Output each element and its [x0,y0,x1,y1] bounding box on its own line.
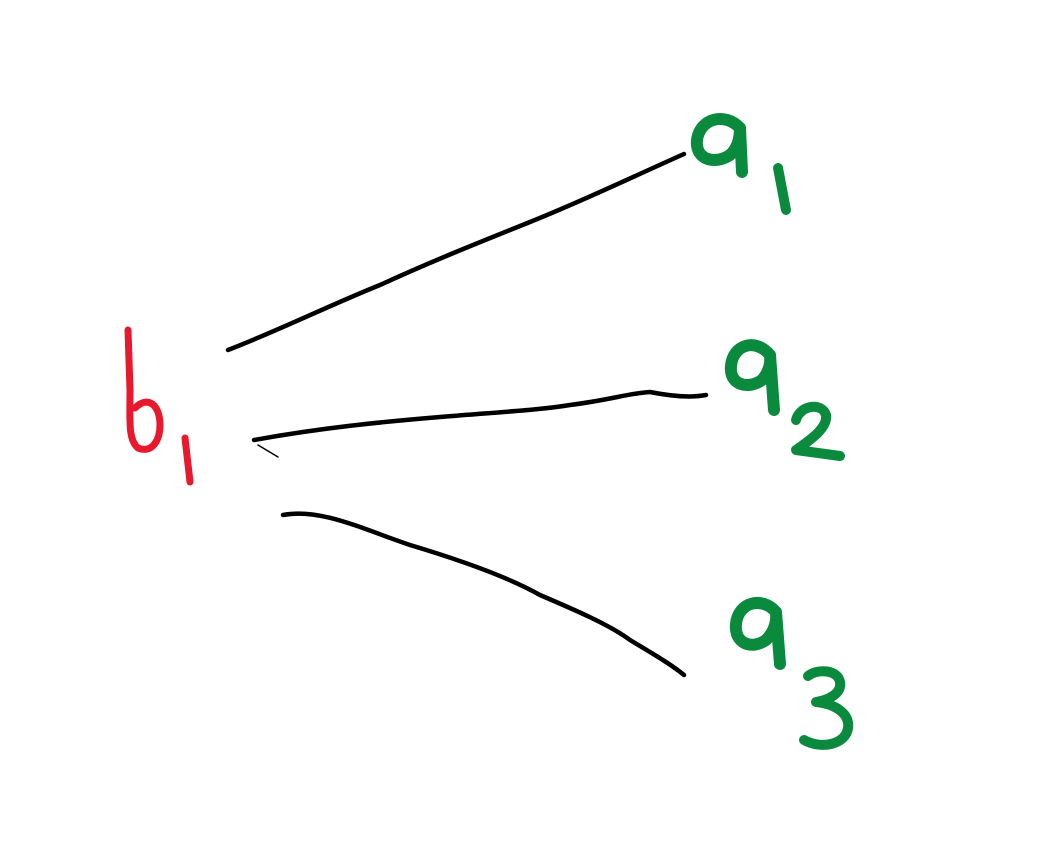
edge-b1-a1 [225,151,687,353]
target-a2-letter [724,339,780,416]
target-node-a3: a3 [729,597,854,750]
target-node-a2-label: a2 [730,389,732,391]
edge-tick-mark [257,444,279,458]
target-node-a1-label: a1 [690,159,692,161]
edge-b1-a2 [251,389,709,443]
source-letter-b [124,326,164,453]
target-node-a1: a1 [690,113,791,215]
edges [225,151,709,678]
source-node-label: b1 [120,449,122,451]
source-node-b1: b1 [120,326,194,486]
target-a3-letter [729,597,786,670]
target-a3-subscript [799,666,854,750]
target-a1-letter [690,113,748,178]
target-a1-subscript [773,163,791,215]
target-a2-subscript [791,401,845,461]
source-subscript-1 [181,434,194,486]
edge-b1-a3 [280,511,687,678]
target-node-a2: a2 [724,339,845,461]
